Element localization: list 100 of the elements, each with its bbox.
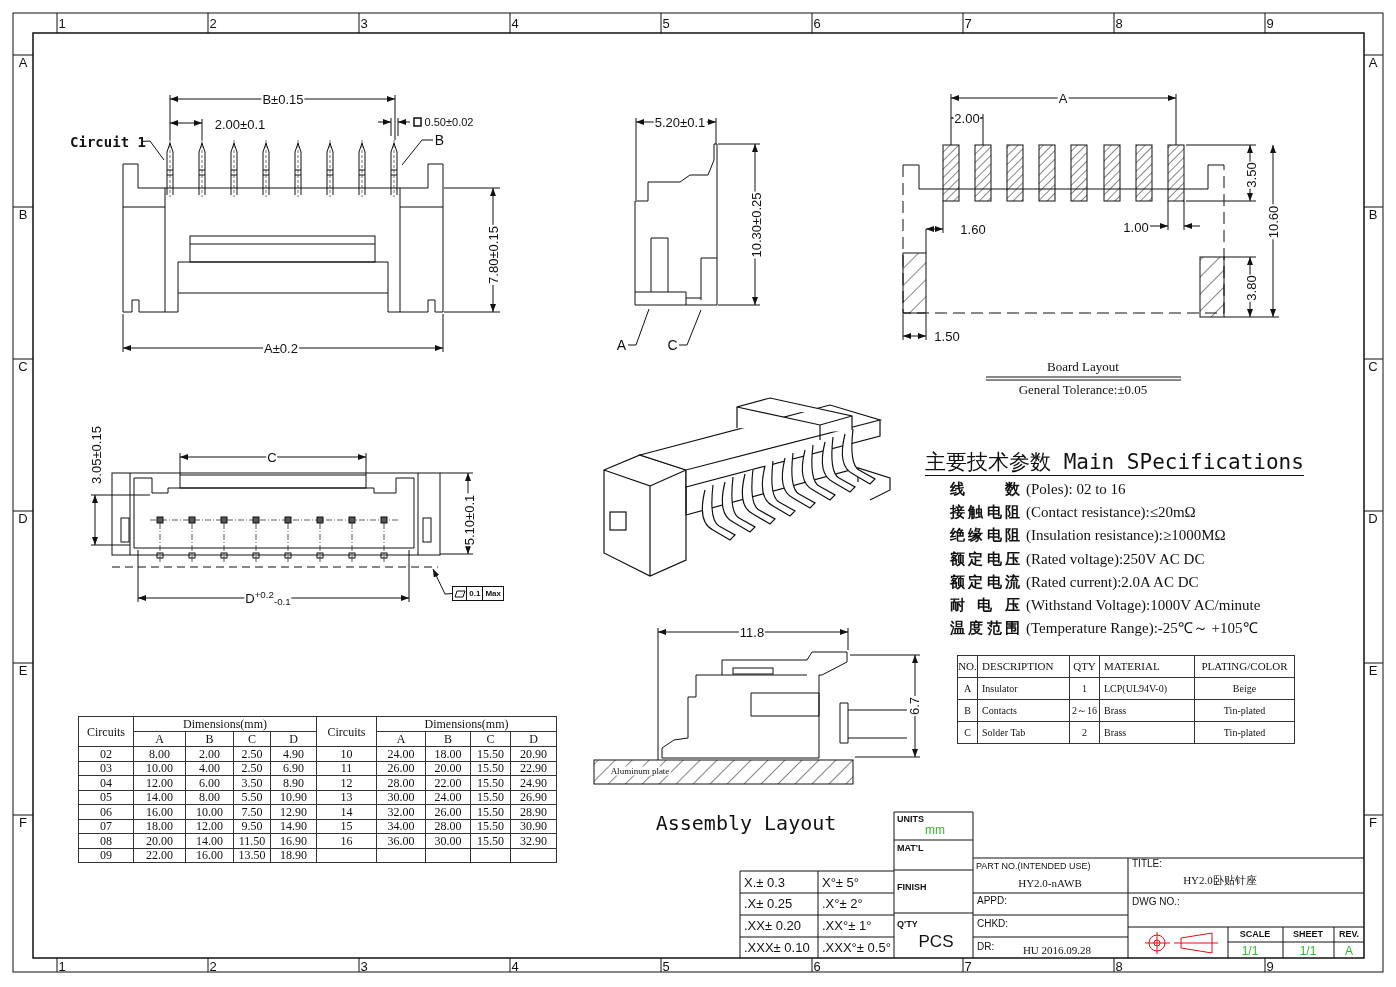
zone-label: D (1368, 511, 1378, 525)
zone-label: 6 (813, 959, 821, 973)
field-label: Q'TY (897, 919, 918, 929)
table-cell: Dimensions(mm) (376, 716, 557, 732)
field-label: DR: (977, 942, 995, 952)
dimension-label: A (1057, 91, 1069, 105)
spec-label: 温度范围 (950, 620, 1020, 636)
part-label: Aluminum plate (609, 766, 671, 776)
dimension-label: 1.50 (933, 329, 961, 343)
table-cell: NO. (957, 655, 978, 678)
field-value: HU 2016.09.28 (1022, 944, 1092, 956)
zone-label: E (1368, 663, 1378, 677)
tolerance-text: X°± 5° (822, 875, 860, 889)
dimension-label: B±0.15 (261, 92, 305, 106)
section-heading: 主要技术参数 Main SPecifications (925, 452, 1304, 476)
zone-label: E (18, 663, 28, 677)
zone-label: F (19, 815, 27, 829)
spec-value: (Rated current):2.0A AC DC (1026, 574, 1199, 590)
leader-line (401, 139, 434, 166)
tolerance-text: .X°± 2° (822, 896, 863, 910)
field-label: SHEET (1293, 929, 1323, 939)
zone-label: D (18, 511, 28, 525)
zone-label: 9 (1266, 959, 1274, 973)
zone-label: 8 (1115, 959, 1123, 973)
field-label: DWG NO.: (1132, 897, 1180, 907)
table-cell: C (957, 721, 978, 744)
dimension-label: 10.60 (1266, 204, 1280, 240)
spec-label: 绝缘电阻 (950, 527, 1020, 543)
zone-label: 8 (1115, 16, 1123, 30)
tolerance-text: .XX°± 1° (822, 918, 872, 932)
dimension-label: 10.30±0.25 (749, 191, 763, 259)
spec-label: 额定电流 (950, 574, 1020, 590)
tolerance-value: Max (484, 587, 502, 600)
zone-label: 6 (813, 16, 821, 30)
leader-line (678, 309, 702, 346)
spec-value: (Temperature Range):-25℃～ +105℃ (1026, 620, 1258, 636)
field-label: PART NO.(INTENDED USE) (976, 861, 1091, 871)
tolerance-text: .XXX± 0.10 (744, 940, 810, 954)
field-value: mm (925, 824, 945, 836)
zone-label: 7 (964, 16, 972, 30)
note-text: General Tolerance:±0.05 (1018, 382, 1148, 396)
field-value: 1/1 (1241, 945, 1259, 957)
table-cell: PLATING/COLOR (1194, 655, 1295, 678)
dimension-label: 7.80±0.15 (486, 225, 500, 285)
zone-label: A (18, 55, 28, 69)
spec-value: (Contact resistance):≤20mΩ (1026, 504, 1196, 520)
leader-line (432, 568, 453, 595)
field-label: MAT'L (897, 843, 924, 853)
tolerance-value: 0.1 (467, 587, 484, 600)
zone-label: 3 (360, 959, 368, 973)
table-cell: Tin-plated (1194, 721, 1295, 744)
field-value: A (1345, 945, 1353, 957)
tolerance-text: .XX± 0.20 (744, 918, 801, 932)
dimension-label: A±0.2 (263, 341, 299, 355)
dimension-label: 3.80 (1244, 274, 1258, 302)
zone-label: 2 (209, 16, 217, 30)
zone-label: C (18, 359, 28, 373)
tolerance-text: X.± 0.3 (744, 875, 786, 889)
field-label: FINISH (897, 882, 927, 892)
dimension-label: 2.00±0.1 (213, 117, 267, 131)
zone-label: F (1369, 815, 1377, 829)
view-title: Board Layout (1047, 359, 1119, 373)
field-label: APPD: (977, 896, 1007, 906)
zone-label: 4 (511, 959, 519, 973)
dimension-label: 5.20±0.1 (653, 115, 707, 129)
spec-label: 线 数 (950, 481, 1020, 497)
dimension-label: 6.7 (907, 695, 921, 717)
field-label: UNITS (897, 814, 924, 824)
spec-value: (Poles): 02 to 16 (1026, 481, 1126, 497)
tolerance-text: .X± 0.25 (744, 896, 793, 910)
dimension-label: 0.50±0.02 (423, 116, 475, 128)
callout-label: A (615, 337, 628, 353)
field-value: 1/1 (1299, 945, 1317, 957)
dimension-label: 5.10±0.1 (462, 493, 476, 547)
callout-label: B (433, 132, 446, 148)
zone-label: 7 (964, 959, 972, 973)
table-cell: Circuits (78, 716, 134, 747)
zone-label: C (1368, 359, 1378, 373)
dimension-label: C (266, 450, 278, 464)
zone-label: B (18, 207, 28, 221)
zone-label: 1 (58, 959, 66, 973)
dimension-label: 3.50 (1244, 161, 1258, 189)
zone-label: 4 (511, 16, 519, 30)
zone-label: 9 (1266, 16, 1274, 30)
field-value: HY2.0卧贴针座 (1183, 874, 1257, 886)
zone-label: 2 (209, 959, 217, 973)
leader-line (627, 308, 650, 346)
field-label: SCALE (1239, 929, 1271, 939)
leader-line (141, 140, 165, 161)
zone-label: 5 (662, 959, 670, 973)
spec-value: (Withstand Voltage):1000V AC/minute (1026, 597, 1261, 613)
connector-side-view-drawing (634, 143, 718, 306)
view-title: Assembly Layout (655, 813, 837, 833)
field-label: TITLE: (1132, 859, 1162, 869)
spec-label: 额定电压 (950, 551, 1020, 567)
tolerance-text: .XXX°± 0.5° (822, 940, 891, 954)
spec-value: (Insulation resistance):≥1000MΩ (1026, 527, 1226, 543)
field-label: CHKD: (977, 919, 1009, 929)
table-cell: 09 (78, 847, 134, 863)
dimension-label: 11.8 (738, 625, 766, 639)
